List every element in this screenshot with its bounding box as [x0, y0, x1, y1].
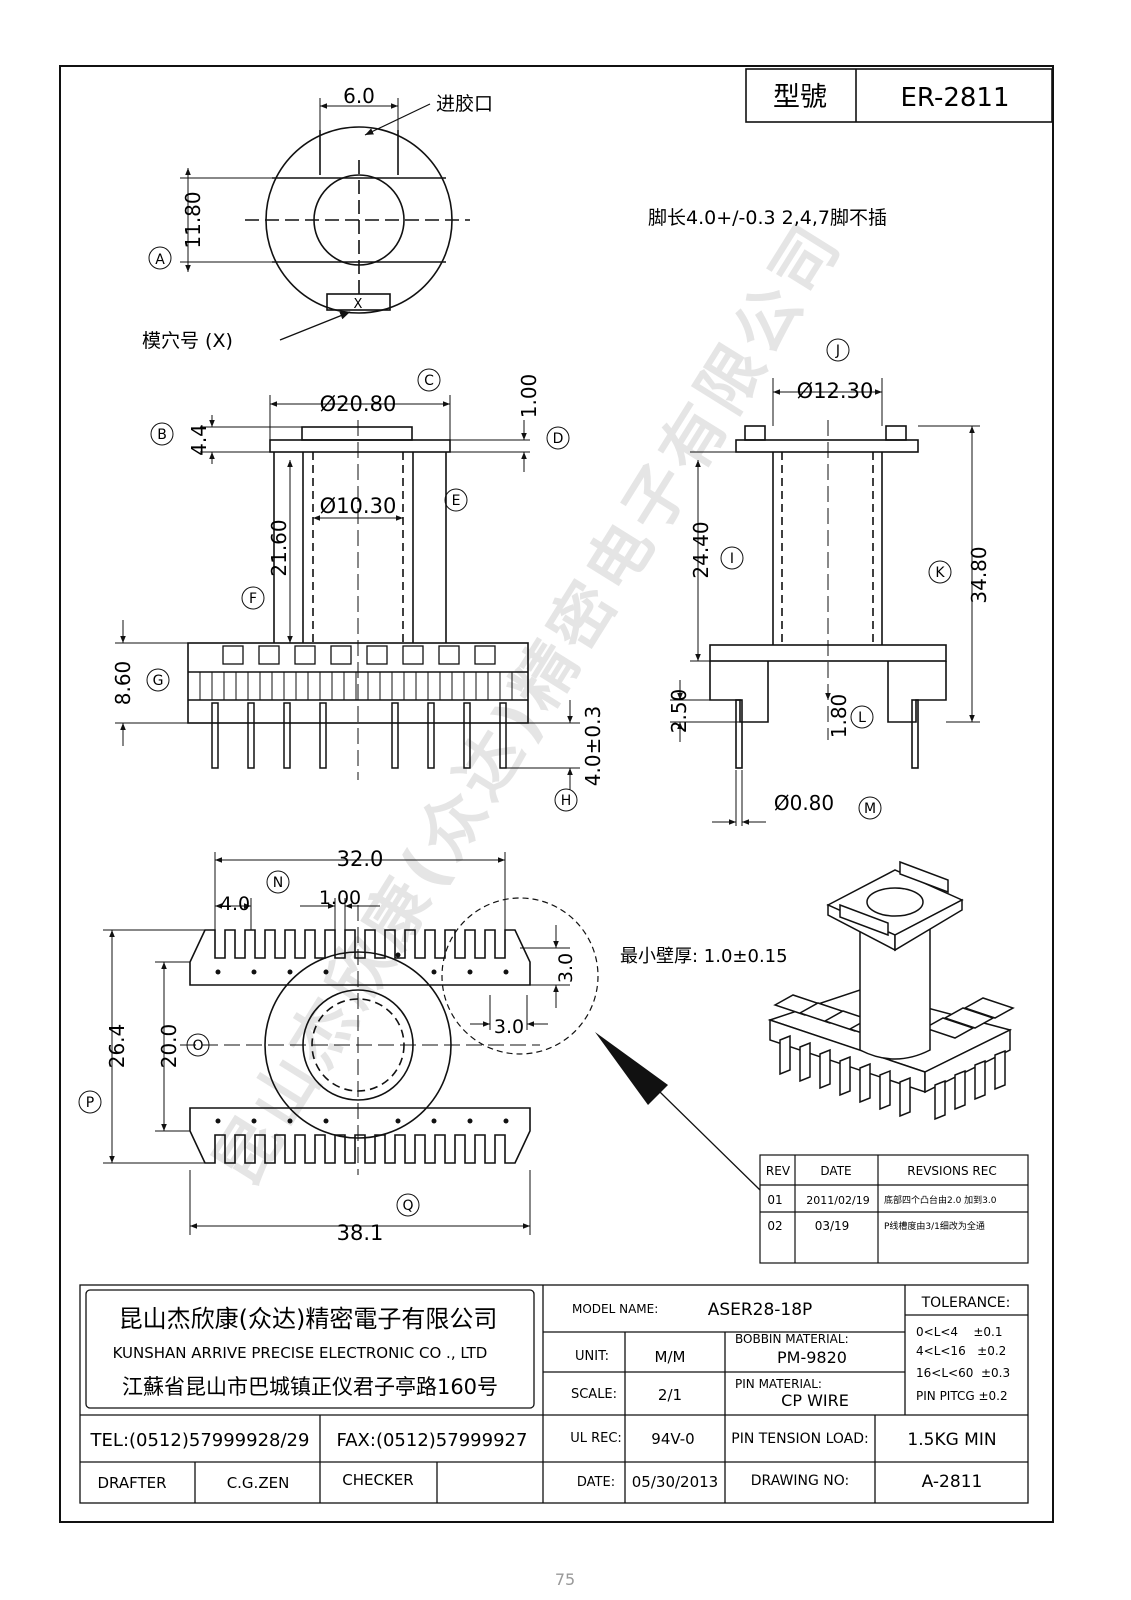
tension-label: PIN TENSION LOAD: — [731, 1431, 868, 1447]
drafter-value: C.G.ZEN — [227, 1474, 290, 1492]
callout-q: Q — [402, 1198, 413, 1214]
dim-step: 2.50 — [667, 689, 691, 734]
tolerance-1: 0<L<4 ±0.1 — [916, 1325, 1002, 1339]
callout-o: O — [192, 1038, 203, 1054]
callout-d: D — [553, 431, 564, 447]
dim-height: 26.4 — [105, 1024, 129, 1069]
top-dim-11-80: 11.80 — [181, 191, 205, 248]
dim-pin-dia: Ø0.80 — [774, 791, 834, 815]
dim-core-dia: Ø10.30 — [320, 494, 397, 518]
dim-step2: 1.80 — [827, 694, 851, 739]
isometric-view — [767, 860, 1015, 1121]
date-label: DATE: — [577, 1475, 615, 1490]
gate-label: 进胶口 — [436, 93, 493, 115]
top-view — [148, 98, 470, 341]
rev-header-rev: REV — [766, 1164, 791, 1178]
scale-label: SCALE: — [571, 1387, 617, 1402]
model-header: 型號 ER-2811 — [745, 68, 1053, 123]
dim-detail-h: 3.0 — [555, 953, 577, 983]
dim-flange-thk: 1.00 — [517, 374, 541, 419]
dim-pitch: 4.0 — [220, 893, 250, 915]
page-number: 75 — [555, 1570, 575, 1589]
callout-b: B — [157, 427, 167, 443]
top-dim-6: 6.0 — [343, 84, 375, 108]
drafter-label: DRAFTER — [97, 1474, 166, 1492]
rev-row1-rev: 01 — [767, 1193, 782, 1207]
dim-width: 32.0 — [337, 847, 384, 871]
callout-p: P — [86, 1095, 94, 1111]
callout-g: G — [153, 673, 164, 689]
rev-row2-rec: P线槽度由3/1细改为全通 — [884, 1220, 985, 1232]
rev-header-rec: REVSIONS REC — [907, 1164, 996, 1178]
dim-inner-h: 24.40 — [689, 521, 713, 578]
dim-slot: 1.00 — [319, 887, 361, 909]
date-value: 05/30/2013 — [632, 1473, 718, 1491]
company-tel: TEL:(0512)57999928/29 — [90, 1430, 310, 1451]
side-view — [670, 338, 980, 826]
callout-j: J — [835, 343, 840, 359]
dim-flange-dia: Ø20.80 — [320, 392, 397, 416]
callout-n: N — [273, 875, 283, 891]
dim-overall: 38.1 — [337, 1221, 384, 1245]
unit-label: UNIT: — [575, 1349, 609, 1364]
rev-row2-date: 03/19 — [815, 1219, 850, 1233]
bobbin-material-value: PM-9820 — [777, 1348, 847, 1367]
tolerance-2: 4<L<16 ±0.2 — [916, 1344, 1006, 1358]
company-address: 江蘇省昆山市巴城镇正仪君子亭路160号 — [122, 1375, 498, 1399]
callout-e: E — [452, 493, 461, 509]
model-label: 型號 — [773, 82, 827, 113]
front-view — [115, 368, 580, 812]
company-name-cn: 昆山杰欣康(众达)精密電子有限公司 — [119, 1305, 498, 1333]
checker-label: CHECKER — [342, 1471, 413, 1489]
company-name-en: KUNSHAN ARRIVE PRECISE ELECTRONIC CO ., … — [113, 1344, 488, 1362]
rev-row2-rev: 02 — [767, 1219, 782, 1233]
tolerance-4: PIN PITCG ±0.2 — [916, 1389, 1008, 1403]
callout-f: F — [249, 591, 257, 607]
unit-value: M/M — [655, 1348, 686, 1366]
drawing-no-label: DRAWING NO: — [751, 1473, 849, 1489]
model-name-value: ASER28-18P — [708, 1300, 813, 1320]
bottom-view — [78, 852, 761, 1235]
revision-table — [759, 1154, 1029, 1264]
callout-m: M — [864, 801, 876, 817]
watermark: 昆山杰欣康(众达)精密电子有限公司 — [201, 209, 858, 1198]
tolerance-3: 16<L<60 ±0.3 — [916, 1366, 1010, 1380]
rev-row1-date: 2011/02/19 — [806, 1194, 869, 1207]
dim-pin-len: 4.0±0.3 — [581, 706, 605, 786]
cavity-label: 模穴号 (X) — [142, 330, 233, 352]
callout-c: C — [424, 373, 434, 389]
dim-detail-w: 3.0 — [494, 1016, 524, 1038]
callout-l: L — [858, 710, 866, 726]
tension-value: 1.5KG MIN — [907, 1430, 996, 1450]
model-value: ER-2811 — [901, 83, 1010, 113]
ul-value: 94V-0 — [651, 1430, 694, 1448]
rev-row1-rec: 底部四个凸台由2.0 加到3.0 — [884, 1194, 997, 1206]
dim-flange-h: 4.4 — [187, 424, 211, 456]
rev-header-date: DATE — [820, 1164, 851, 1178]
callout-k: K — [935, 565, 945, 581]
callout-h: H — [561, 793, 572, 809]
min-wall-note: 最小壁厚: 1.0±0.15 — [620, 946, 788, 967]
scale-value: 2/1 — [658, 1386, 682, 1404]
dim-base-h: 8.60 — [111, 661, 135, 706]
pin-material-value: CP WIRE — [781, 1391, 849, 1410]
pin-length-note: 脚长4.0+/-0.3 2,4,7脚不插 — [648, 207, 887, 229]
ul-label: UL REC: — [570, 1431, 622, 1446]
title-block — [79, 1284, 1029, 1504]
tolerance-label: TOLERANCE: — [921, 1295, 1011, 1311]
model-name-label: MODEL NAME: — [572, 1302, 658, 1316]
bobbin-material-label: BOBBIN MATERIAL: — [735, 1332, 849, 1346]
dim-inner: 20.0 — [157, 1024, 181, 1069]
cavity-mark: X — [354, 297, 363, 312]
pin-material-label: PIN MATERIAL: — [735, 1377, 822, 1391]
dim-total-h: 34.80 — [967, 546, 991, 603]
drawing-no-value: A-2811 — [922, 1472, 983, 1492]
callout-i: I — [730, 551, 734, 567]
sheet-border — [59, 65, 1054, 1523]
dim-winding: 21.60 — [267, 519, 291, 576]
callout-a: A — [155, 252, 165, 268]
dim-top-dia: Ø12.30 — [797, 379, 874, 403]
company-fax: FAX:(0512)57999927 — [337, 1430, 528, 1451]
